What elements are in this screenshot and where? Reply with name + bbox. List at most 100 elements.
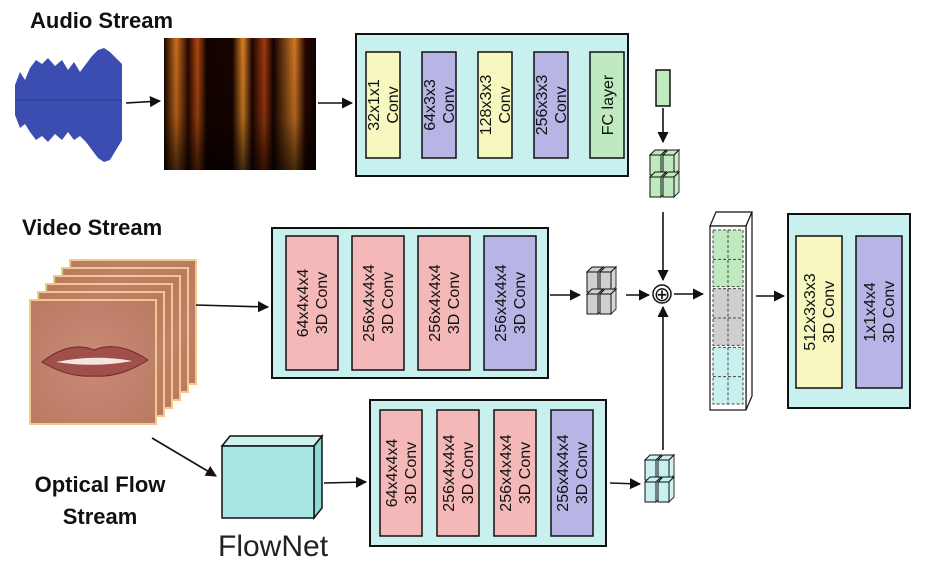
flow-arrows	[125, 96, 786, 490]
fusion-layer-2	[855, 235, 903, 389]
audio-layer-4	[533, 51, 569, 159]
flow-layer-2-type: 3D Conv	[460, 442, 477, 504]
arrow-wave-to-spectrogram	[125, 96, 162, 108]
video-feature-block-side-2	[610, 265, 617, 294]
concatenated-feature-tensor	[709, 211, 753, 411]
fusion-layer-1-type: 3D Conv	[821, 281, 838, 343]
video-layer-3	[417, 235, 471, 371]
video-layer-4-type: 3D Conv	[512, 272, 529, 334]
video-layer-1-type: 3D Conv	[314, 272, 331, 334]
video-layer-1-size: 64x4x4x4	[295, 269, 312, 338]
tensor-side-face	[745, 211, 753, 411]
audio-layer-2	[421, 51, 457, 159]
flow-feature-block-3	[644, 481, 657, 503]
flownet-label: FlowNet	[218, 530, 329, 563]
flow-feature-blocks	[643, 453, 676, 504]
fusion-layer-2-type: 3D Conv	[881, 281, 898, 343]
optical-flow-stream-title-line2: Stream	[63, 504, 138, 529]
flow-feature-block-4	[657, 481, 670, 503]
flow-feature-block-side-2	[668, 453, 675, 482]
flow-layer-1-type: 3D Conv	[403, 442, 420, 504]
audio-layer-3-type: Conv	[497, 86, 514, 123]
audio-feature-blocks	[648, 148, 681, 199]
audio-spectrogram	[164, 38, 316, 170]
audio-layer-5-label: FC layer	[600, 74, 617, 135]
fusion-symbol: ⊕	[654, 282, 671, 306]
flow-layer-3-type: 3D Conv	[517, 442, 534, 504]
flow-layer-4-type: 3D Conv	[574, 442, 591, 504]
arrow-frames-to-video-net	[195, 301, 270, 313]
arrow-flownet-to-flow-net	[323, 476, 368, 488]
flow-layer-2	[436, 409, 480, 537]
video-layer-2-size: 256x4x4x4	[361, 264, 378, 341]
audio-feature-block-3	[649, 176, 662, 198]
arrow-frames-to-flownet	[151, 437, 217, 477]
lip-frame-stack	[29, 259, 197, 425]
audio-feature-block-4	[662, 176, 675, 198]
audio-layer-5-size: FC layer	[600, 74, 617, 135]
optical-flow-stream-title-line1: Optical Flow	[35, 472, 167, 497]
tensor-top-face	[709, 211, 753, 227]
flow-layer-4-size: 256x4x4x4	[555, 434, 572, 511]
fusion-concat-circle	[652, 284, 672, 304]
video-feature-block-3	[586, 293, 599, 315]
flow-layer-3	[493, 409, 537, 537]
flow-layer-1-size: 64x4x4x4	[384, 439, 401, 508]
tensor-band-3	[712, 346, 744, 405]
audio-layer-1	[365, 51, 401, 159]
video-layer-2	[351, 235, 405, 371]
audio-stream-title: Audio Stream	[30, 8, 173, 33]
video-layer-4	[483, 235, 537, 371]
flow-layer-4	[550, 409, 594, 537]
fusion-layer-1	[795, 235, 843, 389]
audio-layer-4-size: 256x3x3	[534, 75, 551, 136]
teeth-shape	[56, 357, 132, 365]
video-layer-3-type: 3D Conv	[446, 272, 463, 334]
audio-layer-4-type: Conv	[553, 86, 570, 123]
video-stream-title: Video Stream	[22, 215, 162, 240]
video-layer-2-type: 3D Conv	[380, 272, 397, 334]
audio-layer-3	[477, 51, 513, 159]
audio-feature-block-side-2	[673, 148, 680, 177]
audio-fc-output	[655, 69, 671, 107]
flow-layer-1	[379, 409, 423, 537]
audio-waveform	[15, 48, 122, 162]
audio-layer-2-size: 64x3x3	[422, 79, 439, 131]
video-feature-block-side-4	[610, 287, 617, 316]
tensor-band-1	[712, 229, 744, 288]
audio-layer-1-size: 32x1x1	[366, 79, 383, 131]
video-layer-1	[285, 235, 339, 371]
video-feature-block-4	[599, 293, 612, 315]
video-feature-blocks	[585, 265, 618, 316]
audio-layer-2-type: Conv	[441, 86, 458, 123]
arrow-flow-net-to-features	[609, 478, 642, 490]
flow-layer-2-size: 256x4x4x4	[441, 434, 458, 511]
flownet-cube	[220, 433, 324, 521]
audio-layer-1-type: Conv	[385, 86, 402, 123]
audio-layer-3-size: 128x3x3	[478, 75, 495, 136]
audio-feature-block-side-4	[673, 170, 680, 199]
fusion-layer-2-size: 1x1x4x4	[862, 282, 879, 342]
video-layer-3-size: 256x4x4x4	[427, 264, 444, 341]
flow-layer-3-size: 256x4x4x4	[498, 434, 515, 511]
audio-layer-5	[589, 51, 625, 159]
